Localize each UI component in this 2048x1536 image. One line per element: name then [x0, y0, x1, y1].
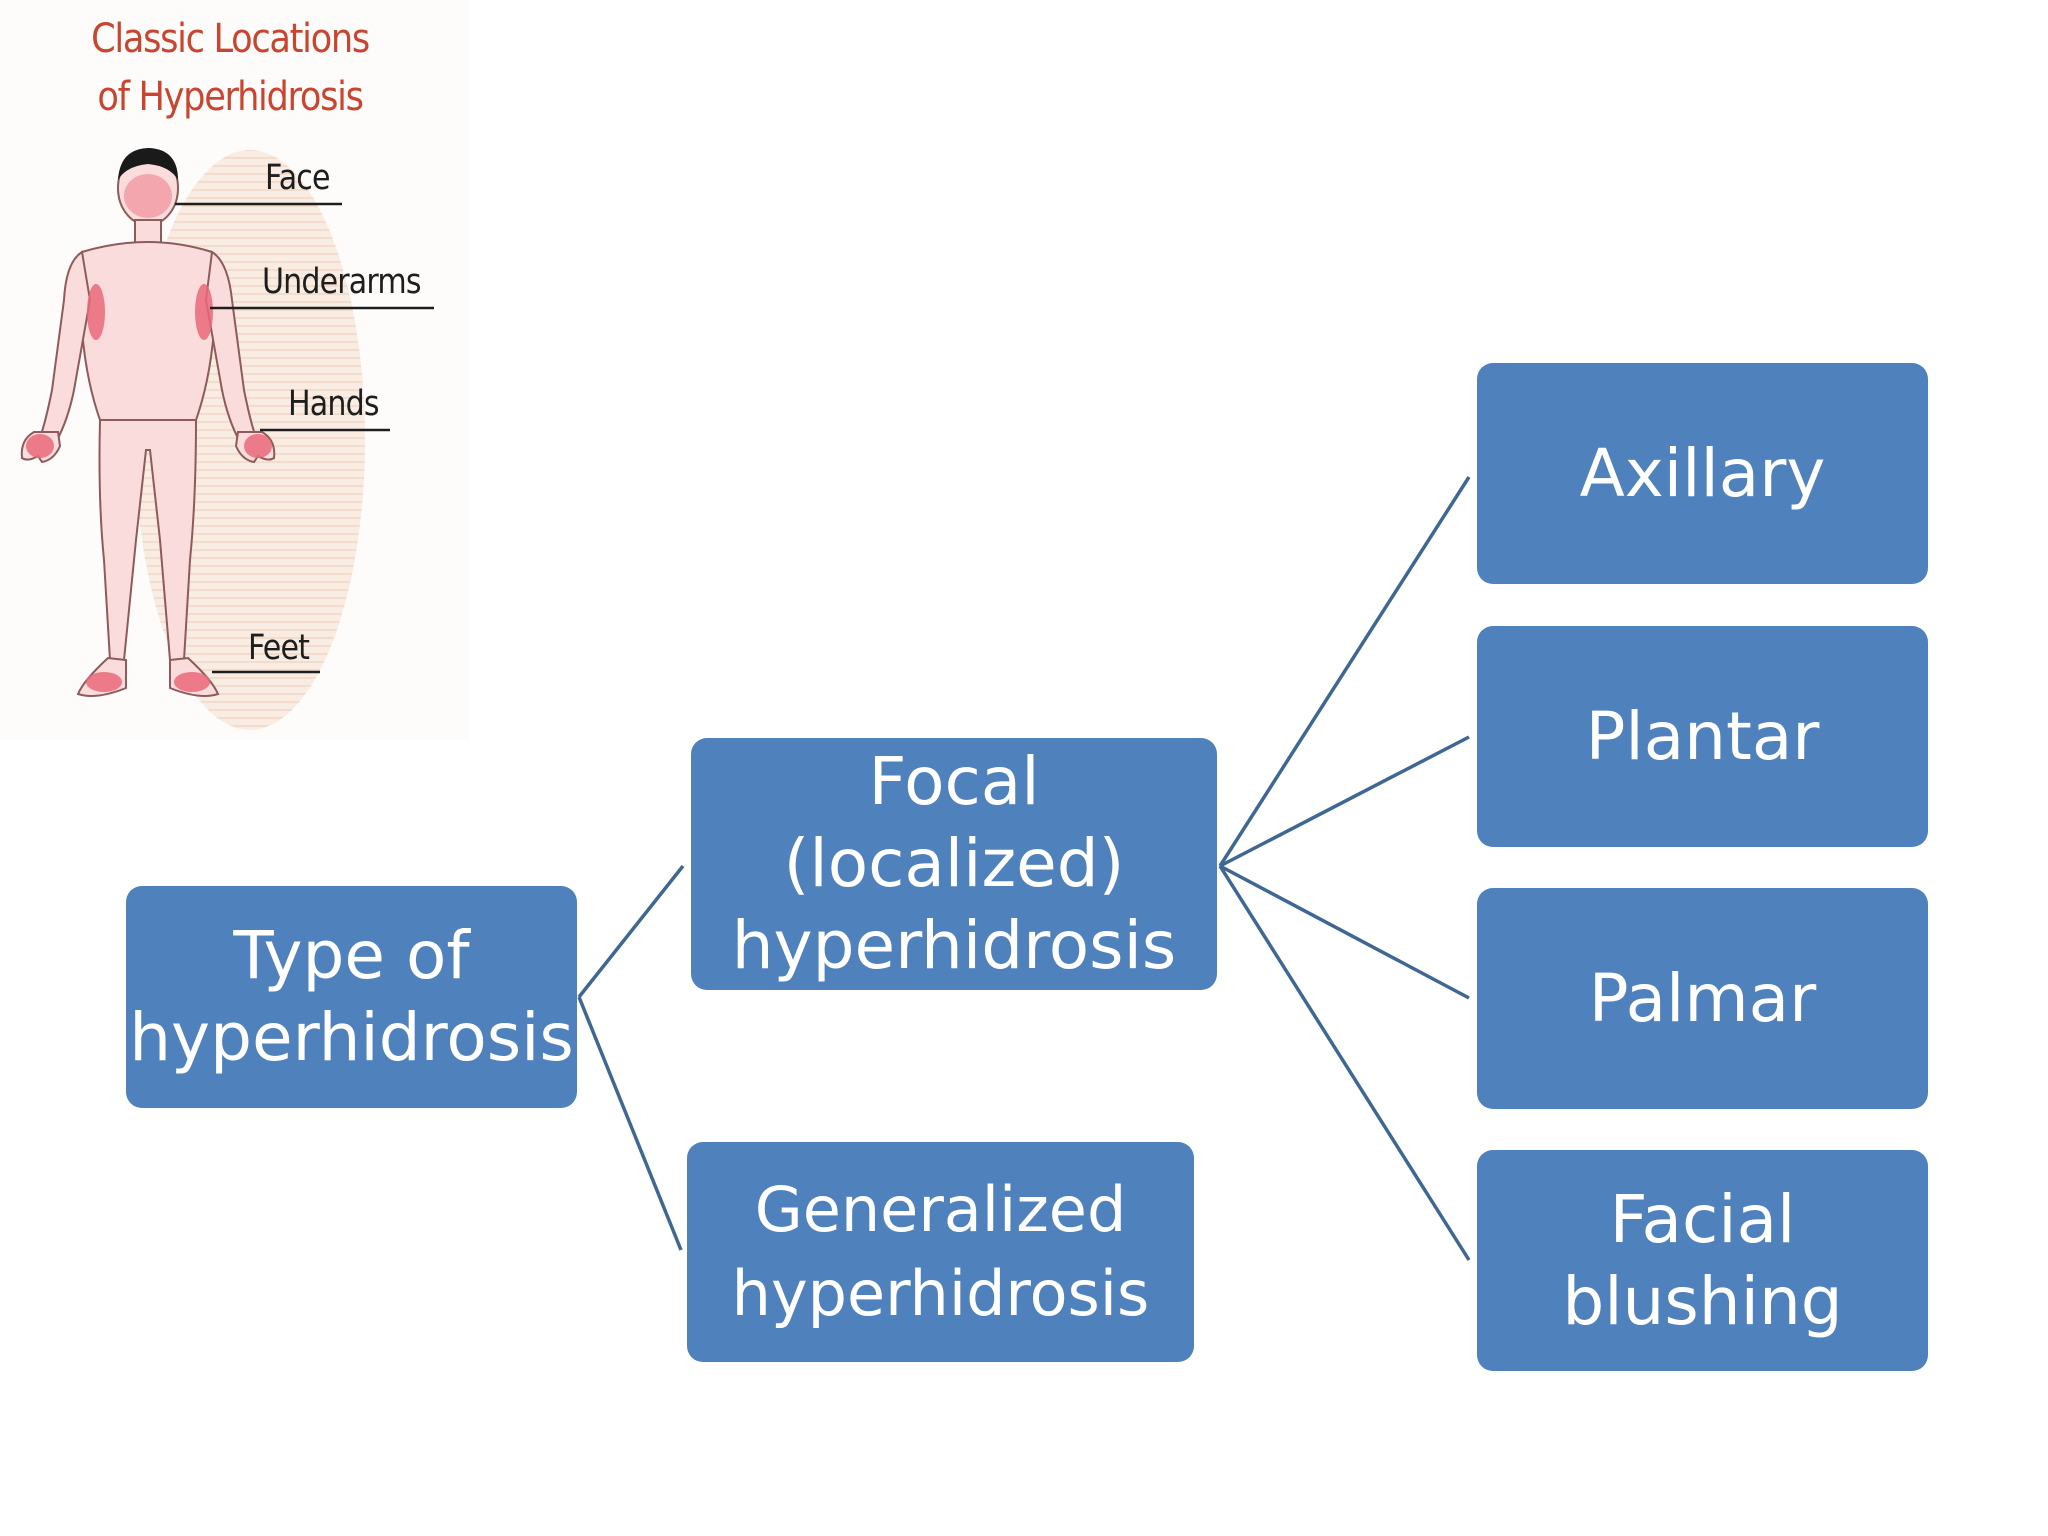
- node-generalized-hyperhidrosis: Generalized hyperhidrosis: [687, 1142, 1194, 1362]
- human-body-figure: [20, 148, 434, 730]
- connector-root-focal: [577, 864, 685, 999]
- connector-focal-axillary: [1218, 476, 1471, 867]
- illustration-title: Classic Locations of Hyperhidrosis: [63, 10, 397, 126]
- node-type-of-hyperhidrosis: Type of hyperhidrosis: [126, 886, 577, 1108]
- connector-root-generalized: [577, 996, 683, 1251]
- label-underarms: Underarms: [262, 262, 422, 302]
- label-hands: Hands: [288, 384, 380, 424]
- node-facial-line-2: blushing: [1562, 1262, 1843, 1340]
- connector-focal-plantar: [1219, 735, 1470, 868]
- label-feet: Feet: [248, 628, 310, 668]
- node-facial-line-1: Facial: [1609, 1180, 1796, 1258]
- node-axillary: Axillary: [1477, 363, 1928, 584]
- node-generalized-line-1: Generalized: [754, 1173, 1127, 1246]
- node-generalized-line-2: hyperhidrosis: [731, 1257, 1150, 1330]
- connector-focal-palmar: [1219, 864, 1470, 1000]
- node-root-line-2: hyperhidrosis: [129, 999, 574, 1076]
- node-focal-line-2: hyperhidrosis: [731, 907, 1177, 984]
- illustration-title-line-1: Classic Locations: [91, 16, 370, 62]
- hyperhidrosis-illustration: Classic Locations of Hyperhidrosis Face …: [0, 0, 470, 740]
- sweat-zones: [26, 174, 272, 692]
- node-plantar-label: Plantar: [1585, 697, 1820, 775]
- label-leaders: [175, 202, 434, 674]
- node-focal-hyperhidrosis: Focal (localized) hyperhidrosis: [691, 738, 1217, 990]
- node-palmar-label: Palmar: [1588, 959, 1817, 1037]
- node-facial-blushing: Facial blushing: [1477, 1150, 1928, 1371]
- label-face: Face: [265, 158, 330, 198]
- node-axillary-label: Axillary: [1579, 434, 1826, 512]
- hair: [118, 148, 178, 180]
- node-plantar: Plantar: [1477, 626, 1928, 847]
- node-root-line-1: Type of: [233, 917, 470, 994]
- node-focal-line-1: Focal (localized): [783, 743, 1125, 902]
- connector-focal-facial: [1218, 865, 1471, 1261]
- node-palmar: Palmar: [1477, 888, 1928, 1109]
- illustration-title-line-2: of Hyperhidrosis: [97, 74, 364, 120]
